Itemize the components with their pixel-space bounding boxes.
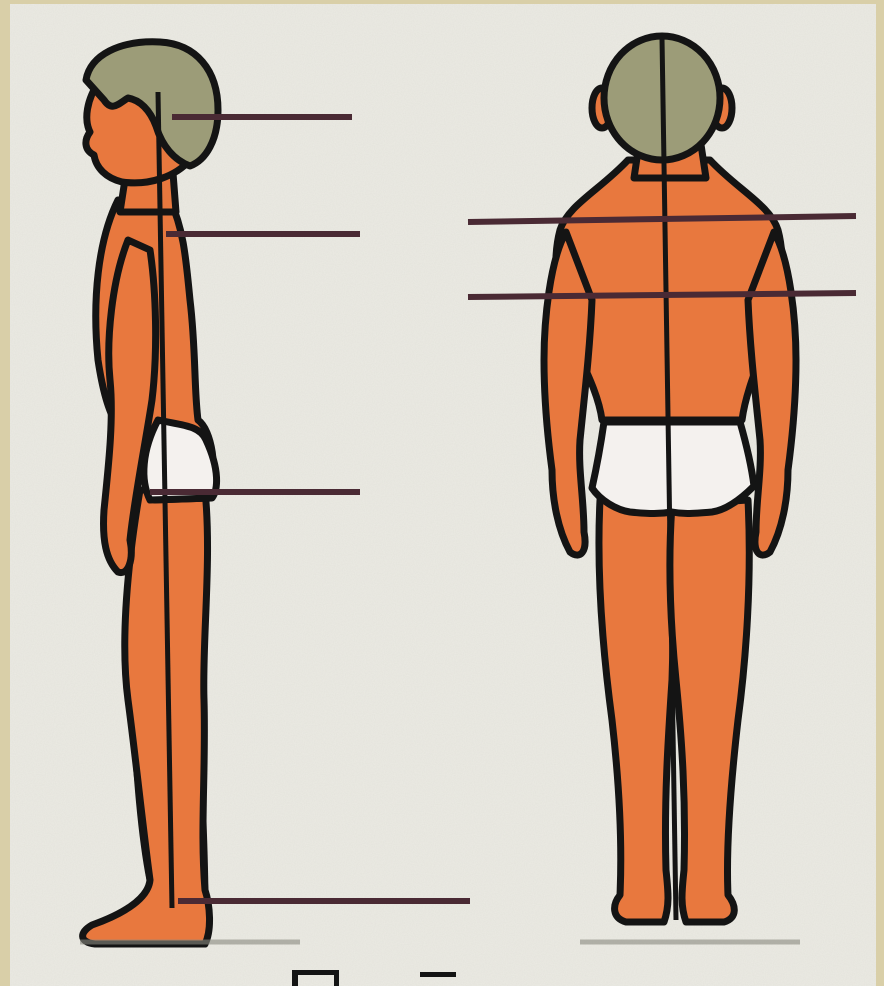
frame-left-edge — [0, 0, 10, 986]
back-view-underwear — [592, 422, 754, 514]
frame-right-edge — [876, 0, 884, 986]
back-view-shoulder-blade-line — [468, 293, 856, 297]
frame-top-edge — [0, 0, 884, 4]
